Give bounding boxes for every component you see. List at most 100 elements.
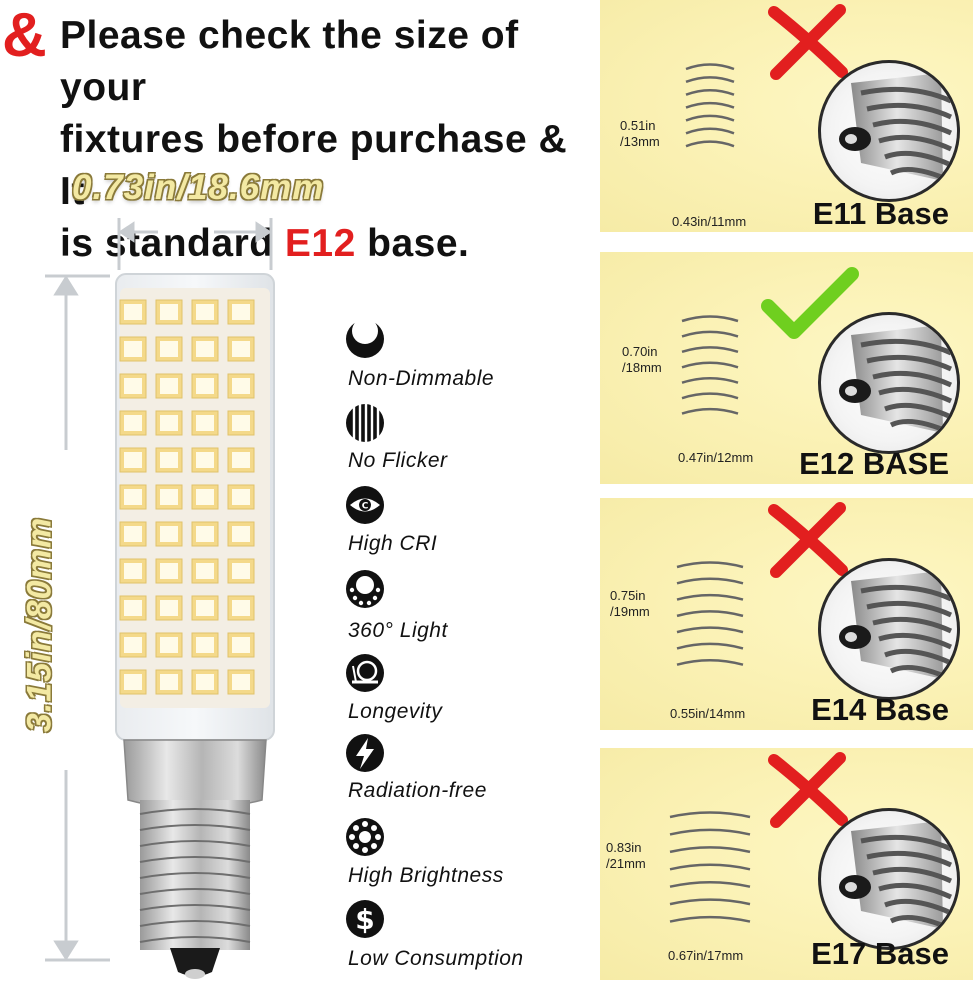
led-chip-face <box>160 637 178 653</box>
feature-label: Low Consumption <box>348 947 524 970</box>
base-drawing <box>685 63 735 148</box>
base-title: E14 Base <box>811 692 949 727</box>
base-title: E11 Base <box>812 196 949 231</box>
stripes-icon <box>346 404 384 442</box>
base-height-dimension: 0.70in /18mm <box>622 344 662 375</box>
light-arc-icon <box>346 570 384 608</box>
led-chip-face <box>160 378 178 394</box>
led-chip-face <box>232 452 250 468</box>
led-chip-face <box>124 563 142 579</box>
led-chip-face <box>232 637 250 653</box>
bulb-illustration <box>45 218 275 979</box>
led-chip-face <box>160 600 178 616</box>
led-chip-face <box>196 674 214 690</box>
led-chip-face <box>160 341 178 357</box>
led-chip-face <box>196 489 214 505</box>
led-chip-face <box>232 415 250 431</box>
base-width-dimension: 0.43in/11mm <box>672 214 747 229</box>
led-chip-face <box>196 526 214 542</box>
led-chip-face <box>232 526 250 542</box>
led-chip-face <box>160 415 178 431</box>
led-chip-face <box>232 674 250 690</box>
led-chip-face <box>124 637 142 653</box>
feature-label: High CRI <box>348 532 438 555</box>
led-chip-face <box>124 415 142 431</box>
led-chip-face <box>160 674 178 690</box>
base-title: E12 BASE <box>799 446 949 481</box>
led-chip-face <box>196 563 214 579</box>
base-width-dimension: 0.47in/12mm <box>678 450 754 465</box>
svg-text:$: $ <box>355 903 374 936</box>
base-title: E17 Base <box>811 936 949 971</box>
base-closeup-circle <box>818 60 960 202</box>
led-chip-face <box>124 489 142 505</box>
headline-line-2: fixtures before purchase & It <box>60 118 568 213</box>
led-chip-face <box>196 452 214 468</box>
feature-label: Non-Dimmable <box>348 367 495 390</box>
bulb-collar <box>123 739 267 810</box>
svg-text:C: C <box>362 502 369 512</box>
bulb-contact <box>185 969 205 979</box>
headline: Please check the size of your fixtures b… <box>60 10 580 270</box>
cross-mark-icon <box>768 4 848 80</box>
base-closeup-circle <box>818 312 960 454</box>
led-chip-face <box>124 526 142 542</box>
led-chip-face <box>232 489 250 505</box>
led-chip-face <box>124 378 142 394</box>
led-chip-face <box>124 341 142 357</box>
led-chip-face <box>160 526 178 542</box>
led-chip-face <box>160 304 178 320</box>
led-chip-face <box>232 304 250 320</box>
dollar-icon: $ <box>346 900 384 938</box>
base-height-dimension: 0.51in /13mm <box>620 118 660 149</box>
led-chip-face <box>160 452 178 468</box>
bulb-tip-insulator <box>170 948 220 976</box>
led-chip-face <box>160 489 178 505</box>
snail-icon <box>346 654 384 692</box>
led-chip-face <box>196 304 214 320</box>
led-chip-face <box>160 563 178 579</box>
led-chip-face <box>196 637 214 653</box>
led-chip-face <box>124 304 142 320</box>
headline-line-1: Please check the size of your <box>60 14 519 109</box>
led-chip-face <box>232 341 250 357</box>
height-dimension-arrow <box>45 274 110 962</box>
feature-label: High Brightness <box>348 864 504 887</box>
led-chip-face <box>124 674 142 690</box>
cross-mark-icon <box>768 502 848 578</box>
base-closeup-circle <box>818 558 960 700</box>
check-mark-icon <box>761 267 859 339</box>
bulb-width-label: 0.73in/18.6mm <box>72 168 325 207</box>
base-drawing <box>681 315 739 415</box>
headline-line-3: is standard E12 base. <box>60 222 470 265</box>
feature-label: No Flicker <box>348 449 448 472</box>
feature-label: Radiation-free <box>348 779 487 802</box>
led-chip-face <box>232 378 250 394</box>
base-closeup-circle <box>818 808 960 950</box>
half-moon-icon <box>346 318 384 358</box>
base-drawing <box>676 561 744 666</box>
led-chip-face <box>196 378 214 394</box>
led-grid <box>119 299 255 695</box>
feature-label: 360° Light <box>348 619 448 642</box>
feature-label: Longevity <box>348 700 443 723</box>
cross-mark-icon <box>768 752 848 828</box>
led-chip-face <box>232 600 250 616</box>
e12-highlight: E12 <box>284 222 356 265</box>
led-chip-face <box>196 341 214 357</box>
sun-icon <box>346 818 384 856</box>
eye-icon: C <box>346 486 384 524</box>
base-width-dimension: 0.55in/14mm <box>670 706 746 721</box>
width-dimension-arrow <box>117 218 273 270</box>
base-height-dimension: 0.75in /19mm <box>610 588 650 619</box>
bulb-screw-thread <box>139 800 251 950</box>
led-chip-face <box>196 415 214 431</box>
led-chip-face <box>124 600 142 616</box>
lightning-icon <box>346 734 384 772</box>
base-drawing <box>669 811 751 923</box>
led-chip-face <box>196 600 214 616</box>
base-width-dimension: 0.67in/17mm <box>668 948 744 963</box>
led-chip-face <box>232 563 250 579</box>
base-height-dimension: 0.83in /21mm <box>606 840 646 871</box>
led-chip-face <box>124 452 142 468</box>
